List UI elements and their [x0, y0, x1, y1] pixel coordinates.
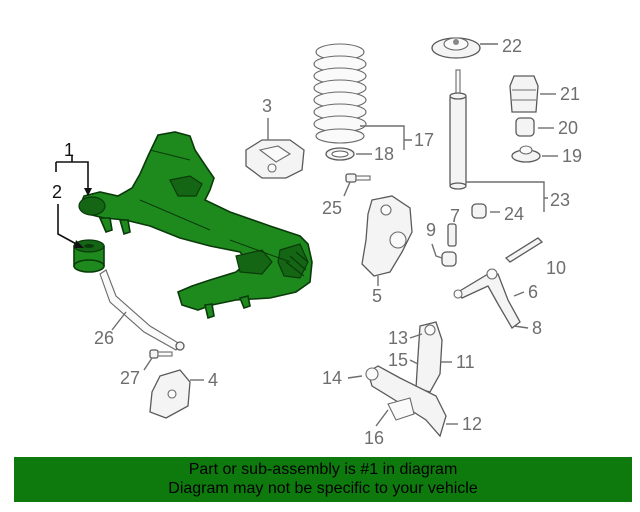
callout-24-label: 24: [504, 204, 524, 224]
spring-pad[interactable]: [511, 145, 541, 163]
bolt-part-27[interactable]: [149, 349, 173, 359]
diagram-notice-banner: Part or sub-assembly is #1 in diagram Di…: [14, 457, 632, 502]
callout-23-label: 23: [550, 190, 570, 210]
lower-arm-14[interactable]: [365, 365, 447, 438]
callout-19-label: 19: [562, 146, 582, 166]
control-arm-6[interactable]: [453, 268, 521, 329]
callout-12-label: 12: [462, 414, 482, 434]
spring-seat[interactable]: [325, 147, 355, 161]
engine-mount-block[interactable]: [245, 139, 305, 179]
callout-4-label: 4: [208, 370, 218, 390]
shock-bushing[interactable]: [471, 203, 487, 219]
bushing-part-9[interactable]: [441, 251, 457, 267]
dust-boot-cap[interactable]: [515, 117, 535, 137]
strut-mount[interactable]: [431, 37, 481, 59]
callout-2-label: 2: [52, 182, 62, 202]
callout-3-label: 3: [262, 96, 272, 116]
parts-diagram: 1 2 3 4 5 6 8 7: [52, 36, 582, 448]
callout-14-label: 14: [322, 368, 342, 388]
trailing-link-11[interactable]: [415, 321, 443, 393]
callout-13-label: 13: [388, 328, 408, 348]
subframe-bushing[interactable]: [73, 239, 105, 273]
callout-15-label: 15: [388, 350, 408, 370]
callout-21-label: 21: [560, 84, 580, 104]
callout-5-label: 5: [372, 286, 382, 306]
callout-16-label: 16: [364, 428, 384, 448]
callout-20-label: 20: [558, 118, 578, 138]
callout-10-label: 10: [546, 258, 566, 278]
callout-27-label: 27: [120, 368, 140, 388]
notice-line-2: Diagram may not be specific to your vehi…: [168, 480, 478, 497]
callout-1: 1: [55, 140, 92, 196]
callout-8-label: 8: [532, 318, 542, 338]
callout-22-label: 22: [502, 36, 522, 56]
callout-18-label: 18: [374, 144, 394, 164]
callout-26-label: 26: [94, 328, 114, 348]
shock-absorber[interactable]: [449, 69, 467, 190]
bolt-part-10[interactable]: [504, 237, 544, 263]
callout-11-label: 11: [456, 352, 475, 372]
stabilizer-bar[interactable]: [99, 269, 185, 351]
callout-7-label: 7: [450, 206, 460, 226]
callout-1-label: 1: [64, 140, 74, 160]
notice-line-1: Part or sub-assembly is #1 in diagram: [188, 461, 458, 478]
steering-knuckle[interactable]: [361, 195, 413, 277]
callout-17-label: 17: [414, 130, 434, 150]
callout-6-label: 6: [528, 282, 538, 302]
callout-2: 2: [52, 182, 84, 248]
bracket-part-4[interactable]: [149, 369, 191, 419]
bolt-part-7[interactable]: [447, 223, 457, 247]
coil-spring[interactable]: [313, 43, 367, 144]
bump-stop[interactable]: [509, 75, 539, 113]
callout-9-label: 9: [426, 220, 436, 240]
subframe-crossmember[interactable]: [78, 131, 313, 320]
callout-25-label: 25: [322, 198, 342, 218]
bolt-part-25[interactable]: [345, 173, 371, 183]
